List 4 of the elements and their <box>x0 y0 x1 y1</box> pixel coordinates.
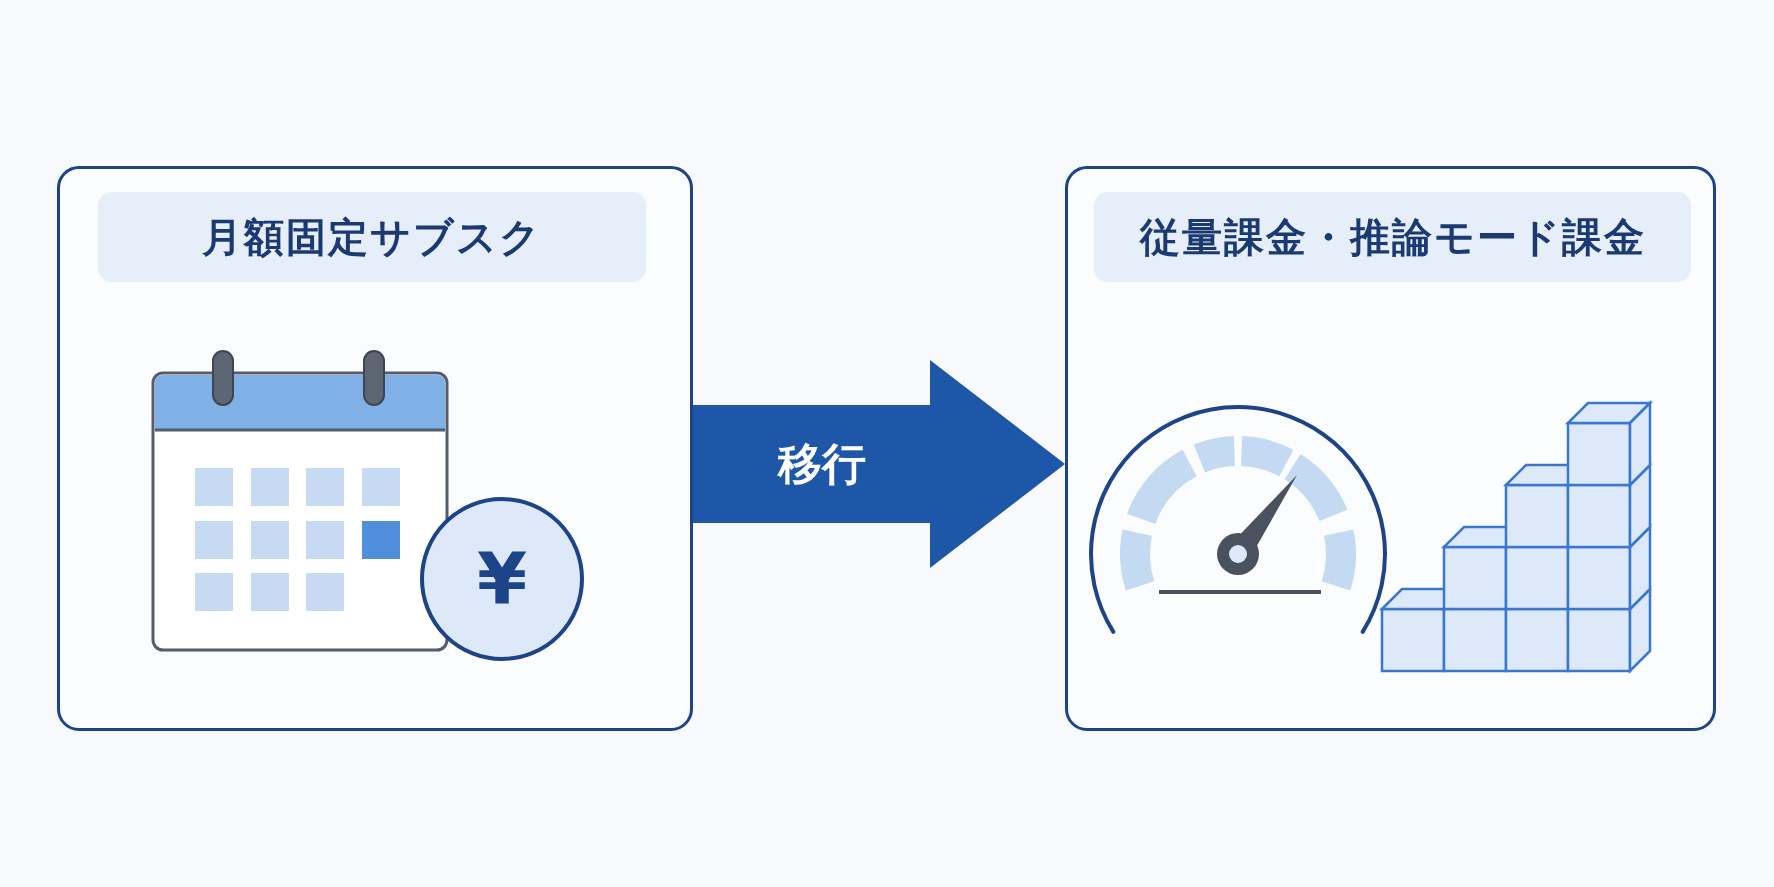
yen-sign: ¥ <box>476 537 528 621</box>
panel-heading: 月額固定サブスク <box>98 192 646 282</box>
panel-heading: 従量課金・推論モード課金 <box>1094 192 1691 282</box>
arrow <box>693 360 1065 568</box>
